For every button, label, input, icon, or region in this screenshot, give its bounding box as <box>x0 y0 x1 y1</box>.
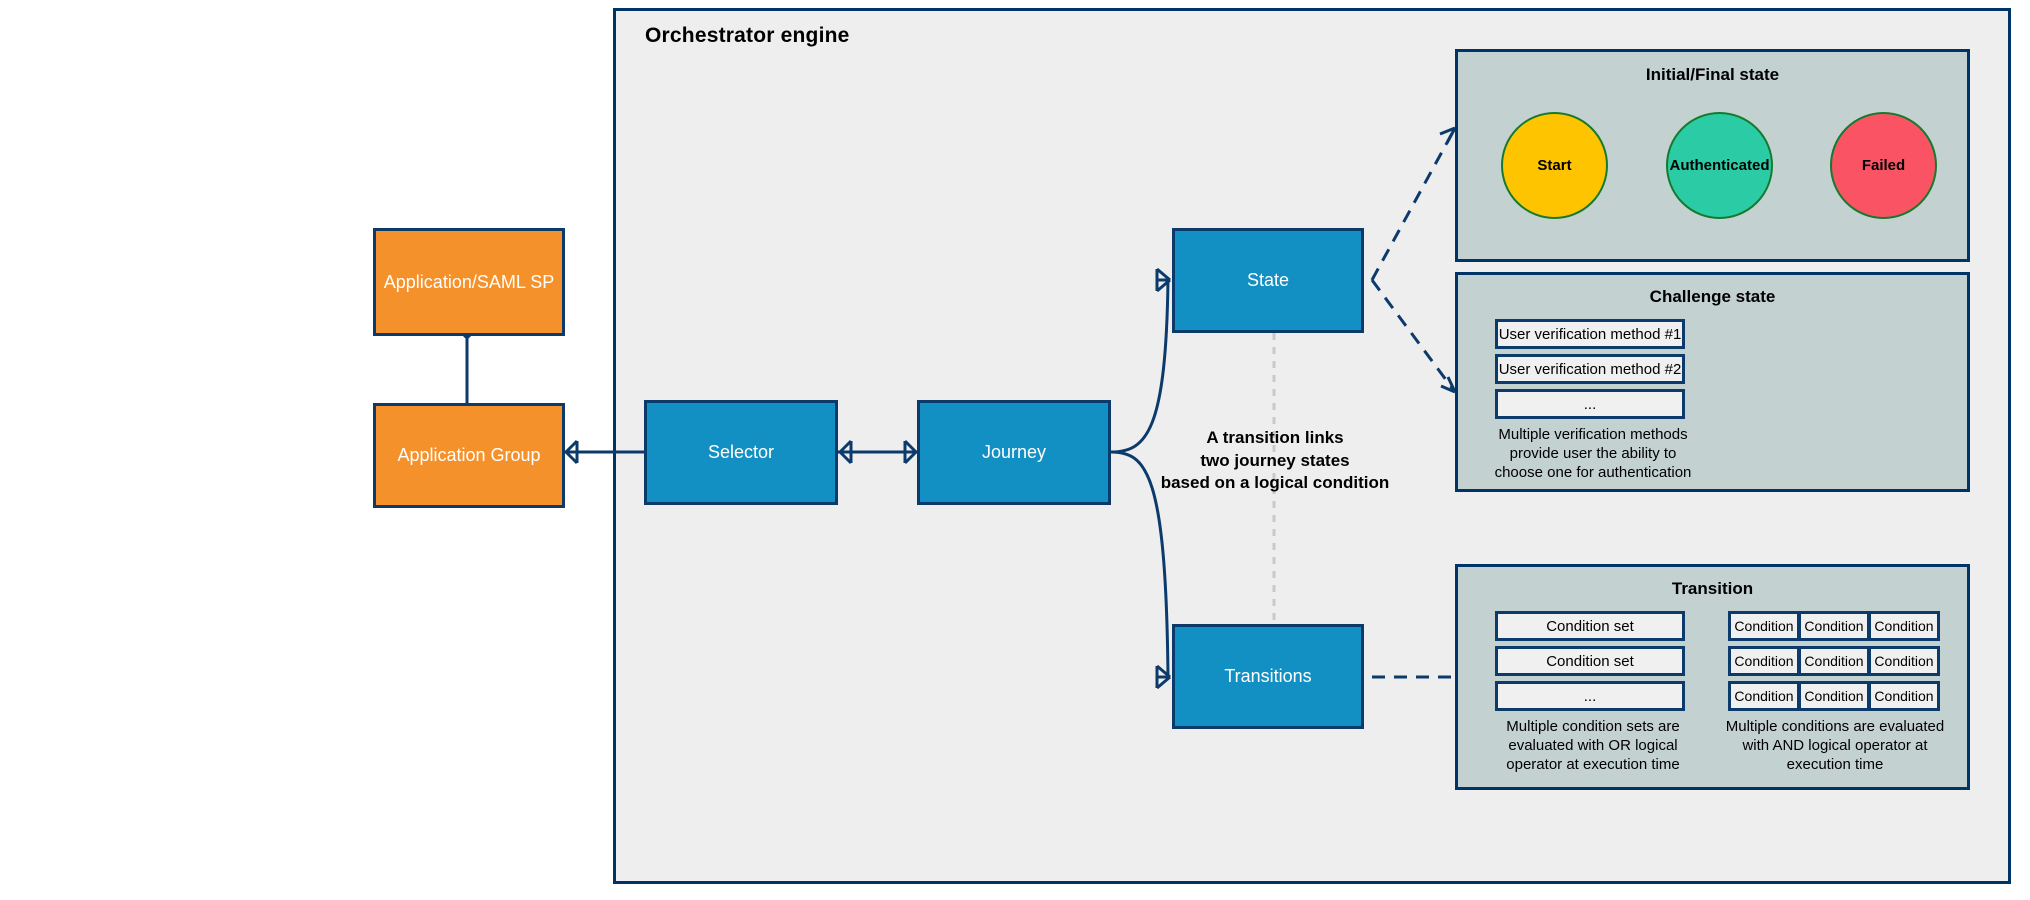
state-circle-failed[interactable]: Failed <box>1830 112 1937 219</box>
challenge-state-note-line-2: provide user the ability to <box>1509 445 1677 463</box>
transition-explanation-line-2: two journey states <box>1200 450 1350 470</box>
condition-set-item-2-label: Condition set <box>1546 652 1634 670</box>
condition-cell-r2c3[interactable]: Condition <box>1868 646 1940 676</box>
condition-cell-r1c2[interactable]: Condition <box>1798 611 1870 641</box>
condition-cell-r1c1-label: Condition <box>1734 618 1794 634</box>
entity-application-saml-sp[interactable]: Application/SAML SP <box>373 228 565 336</box>
transition-explanation-line-3: based on a logical condition <box>1160 473 1390 493</box>
state-circle-authenticated[interactable]: Authenticated <box>1666 112 1773 219</box>
challenge-state-note-line-3: choose one for authentication <box>1494 464 1692 482</box>
verification-method-item-1-label: User verification method #1 <box>1498 325 1682 343</box>
state-circle-start[interactable]: Start <box>1501 112 1608 219</box>
condition-set-item-1-label: Condition set <box>1546 617 1634 635</box>
condition-cell-r1c3[interactable]: Condition <box>1868 611 1940 641</box>
state-circle-start-label: Start <box>1537 157 1572 174</box>
state-circle-authenticated-label: Authenticated <box>1669 157 1770 174</box>
condition-cell-r3c1-label: Condition <box>1734 688 1794 704</box>
verification-method-item-2-label: User verification method #2 <box>1498 360 1682 378</box>
transition-note-right: Multiple conditions are evaluated with A… <box>1711 717 1959 775</box>
condition-set-item-more-label: ... <box>1583 687 1597 705</box>
transition-explanation-note: A transition links two journey states ba… <box>1145 427 1405 495</box>
entity-journey-label: Journey <box>981 442 1047 462</box>
panel-initial-final-state-title: Initial/Final state <box>1645 65 1780 84</box>
transition-note-right-line-2: with AND logical operator at <box>1742 737 1928 755</box>
verification-method-item-more-label: ... <box>1583 395 1597 413</box>
orchestrator-engine-title: Orchestrator engine <box>645 24 850 47</box>
entity-state-label: State <box>1246 270 1290 290</box>
condition-set-item-more[interactable]: ... <box>1495 681 1685 711</box>
panel-transition: Transition Condition set Condition set .… <box>1455 564 1970 790</box>
challenge-state-note: Multiple verification methods provide us… <box>1478 425 1708 483</box>
condition-cell-r3c2[interactable]: Condition <box>1798 681 1870 711</box>
condition-cell-r2c1-label: Condition <box>1734 653 1794 669</box>
panel-challenge-state-title: Challenge state <box>1649 287 1776 306</box>
panel-transition-title: Transition <box>1671 579 1754 598</box>
condition-cell-r2c2-label: Condition <box>1804 653 1864 669</box>
condition-cell-r2c1[interactable]: Condition <box>1728 646 1800 676</box>
condition-set-item-2[interactable]: Condition set <box>1495 646 1685 676</box>
verification-method-item-1[interactable]: User verification method #1 <box>1495 319 1685 349</box>
entity-application-group-label: Application Group <box>397 445 541 465</box>
entity-transitions-label: Transitions <box>1224 666 1312 686</box>
connector-appsaml-to-appgroup <box>454 325 480 404</box>
condition-cell-r3c3[interactable]: Condition <box>1868 681 1940 711</box>
verification-method-item-more[interactable]: ... <box>1495 389 1685 419</box>
state-circle-failed-label: Failed <box>1861 157 1906 174</box>
entity-selector[interactable]: Selector <box>644 400 838 505</box>
entity-application-group[interactable]: Application Group <box>373 403 565 508</box>
transition-explanation-line-1: A transition links <box>1206 428 1344 447</box>
entity-selector-label: Selector <box>707 442 775 462</box>
condition-cell-r3c3-label: Condition <box>1874 688 1934 704</box>
verification-method-item-2[interactable]: User verification method #2 <box>1495 354 1685 384</box>
entity-application-saml-sp-label: Application/SAML SP <box>383 271 555 292</box>
entity-journey[interactable]: Journey <box>917 400 1111 505</box>
condition-set-item-1[interactable]: Condition set <box>1495 611 1685 641</box>
transition-note-right-line-1: Multiple conditions are evaluated <box>1725 718 1945 735</box>
transition-note-left-line-1: Multiple condition sets are <box>1506 718 1680 735</box>
transition-note-right-line-3: execution time <box>1786 756 1884 774</box>
condition-cell-r1c1[interactable]: Condition <box>1728 611 1800 641</box>
transition-note-left-line-2: evaluated with OR logical <box>1508 737 1678 755</box>
transition-note-left: Multiple condition sets are evaluated wi… <box>1478 717 1708 775</box>
condition-cell-r2c2[interactable]: Condition <box>1798 646 1870 676</box>
entity-state[interactable]: State <box>1172 228 1364 333</box>
entity-transitions[interactable]: Transitions <box>1172 624 1364 729</box>
challenge-state-note-line-1: Multiple verification methods <box>1498 426 1688 443</box>
condition-cell-r1c2-label: Condition <box>1804 618 1864 634</box>
panel-challenge-state: Challenge state User verification method… <box>1455 272 1970 492</box>
condition-cell-r3c1[interactable]: Condition <box>1728 681 1800 711</box>
transition-note-left-line-3: operator at execution time <box>1506 756 1680 774</box>
condition-cell-r2c3-label: Condition <box>1874 653 1934 669</box>
condition-cell-r3c2-label: Condition <box>1804 688 1864 704</box>
condition-cell-r1c3-label: Condition <box>1874 618 1934 634</box>
panel-initial-final-state: Initial/Final state Start Authenticated … <box>1455 49 1970 262</box>
